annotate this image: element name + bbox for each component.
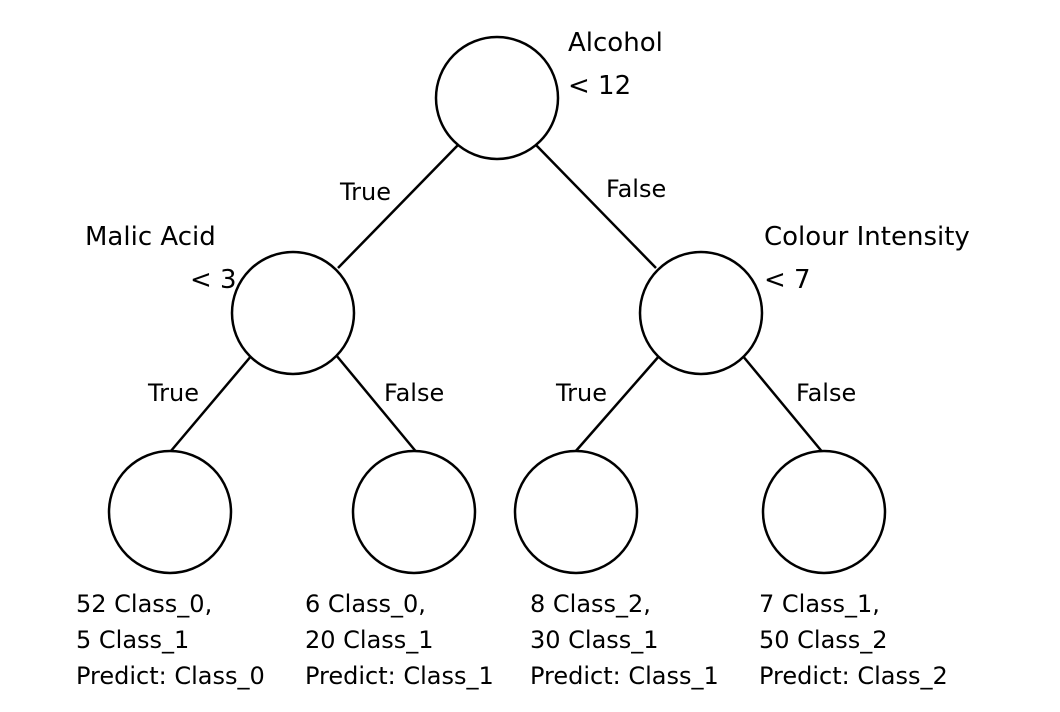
right-feature-label: Colour Intensity [764, 222, 970, 252]
leaf-2-line-2: 20 Class_1 [305, 626, 434, 654]
leaf-node-2 [351, 449, 477, 575]
leaf-3-line-1: 8 Class_2, [530, 590, 651, 618]
edge-label-right-right: False [796, 379, 857, 407]
edge-root-right [535, 144, 657, 269]
edge-right-left [574, 354, 661, 453]
leaf-1-line-3: Predict: Class_0 [76, 662, 265, 690]
leaf-node-1 [107, 449, 233, 575]
root-feature-label: Alcohol [568, 28, 663, 58]
leaf-4-line-2: 50 Class_2 [759, 626, 888, 654]
leaf-3-line-3: Predict: Class_1 [530, 662, 719, 690]
edge-left-right [335, 354, 419, 455]
leaf-2-line-3: Predict: Class_1 [305, 662, 494, 690]
edge-left-left [164, 354, 253, 459]
edge-label-root-left: True [340, 178, 391, 206]
edge-label-left-left: True [148, 379, 199, 407]
left-feature-label: Malic Acid [85, 222, 216, 252]
edge-root-left [337, 144, 459, 269]
leaf-node-3 [513, 449, 639, 575]
leaf-text-4: 7 Class_1, 50 Class_2 Predict: Class_2 [759, 586, 948, 694]
edge-right-right [741, 354, 825, 455]
leaf-4-line-1: 7 Class_1, [759, 590, 880, 618]
right-threshold-label: < 7 [764, 265, 811, 295]
edge-label-root-right: False [606, 175, 667, 203]
leaf-3-line-2: 30 Class_1 [530, 626, 659, 654]
leaf-text-2: 6 Class_0, 20 Class_1 Predict: Class_1 [305, 586, 494, 694]
edge-label-right-left: True [556, 379, 607, 407]
leaf-text-3: 8 Class_2, 30 Class_1 Predict: Class_1 [530, 586, 719, 694]
leaf-text-1: 52 Class_0, 5 Class_1 Predict: Class_0 [76, 586, 265, 694]
root-node [434, 35, 560, 161]
leaf-1-line-2: 5 Class_1 [76, 626, 190, 654]
root-threshold-label: < 12 [568, 71, 632, 101]
leaf-4-line-3: Predict: Class_2 [759, 662, 948, 690]
leaf-1-line-1: 52 Class_0, [76, 590, 213, 618]
right-node [638, 250, 764, 376]
leaf-2-line-1: 6 Class_0, [305, 590, 426, 618]
left-threshold-label: < 3 [190, 265, 237, 295]
leaf-node-4 [761, 449, 887, 575]
edge-label-left-right: False [384, 379, 445, 407]
left-node [230, 250, 356, 376]
